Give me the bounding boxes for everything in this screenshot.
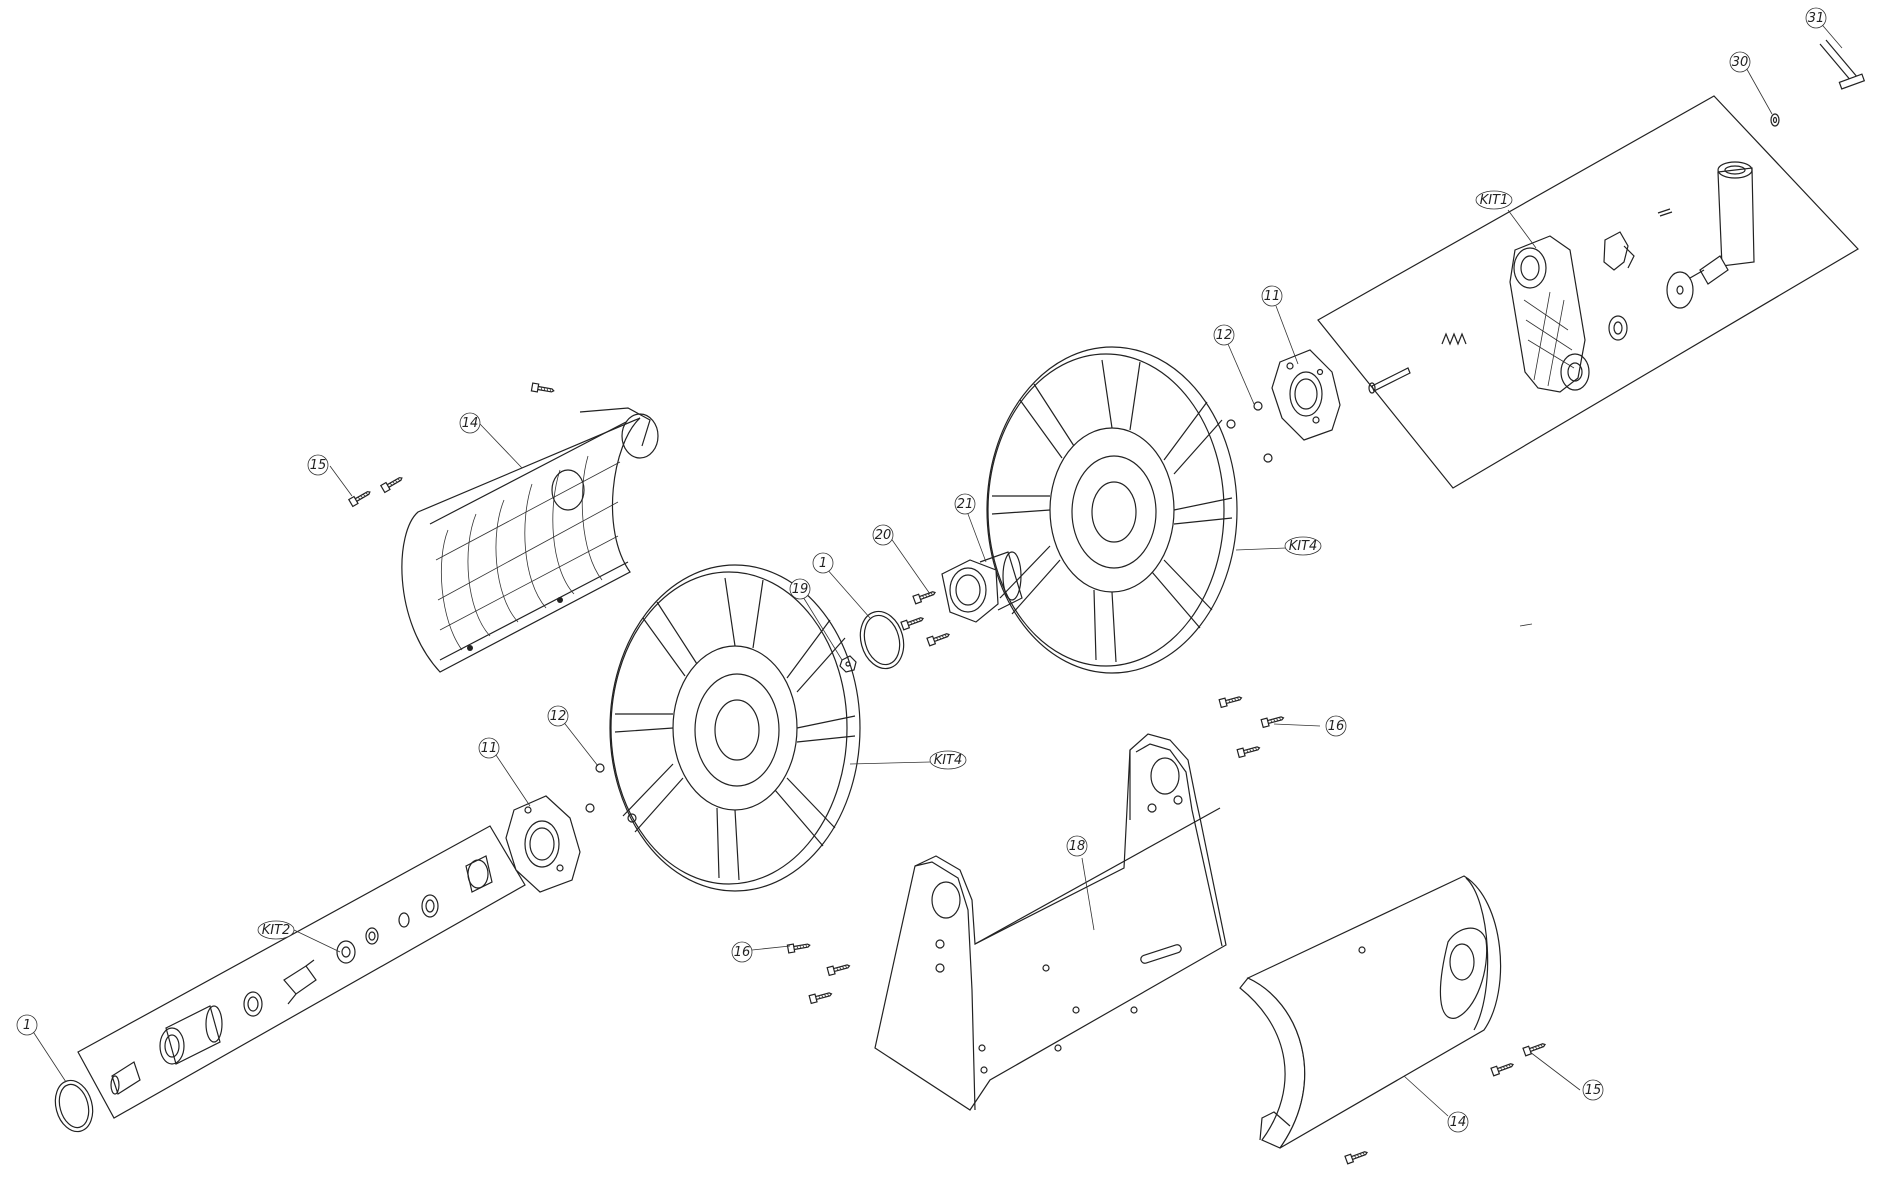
small-screw-kit1 — [1657, 208, 1673, 217]
screw-16a — [1218, 693, 1244, 709]
washer-part — [1770, 113, 1780, 127]
screw-16b — [1260, 713, 1286, 729]
reel-wheel-lower — [609, 564, 861, 892]
bearing-balls-lower — [585, 763, 637, 823]
pin-part — [1819, 39, 1866, 90]
callout-11-upper: 11 — [1261, 285, 1283, 307]
callout-11-lower: 11 — [478, 737, 500, 759]
spindle-shaft — [1368, 367, 1411, 394]
base-frame — [874, 733, 1227, 1111]
bushing-kit1 — [1608, 315, 1628, 341]
callout-kit4-lower: KIT4 — [929, 750, 967, 770]
nut-part — [839, 655, 857, 673]
washer-kit1 — [1666, 271, 1694, 309]
latch-part — [1603, 231, 1635, 271]
callout-1-upper: 1 — [812, 552, 834, 574]
screw-16c — [1236, 743, 1262, 759]
callout-12-upper: 12 — [1213, 324, 1235, 346]
callout-1-lower-label: 1 — [23, 1018, 31, 1033]
callout-1-upper-label: 1 — [819, 556, 827, 571]
callout-kit2: KIT2 — [257, 920, 295, 940]
callout-19: 19 — [789, 578, 811, 600]
screw-20c — [926, 630, 952, 647]
screw-16d — [786, 940, 812, 954]
callout-16-upper: 16 — [1325, 715, 1347, 737]
callout-12-lower-label: 12 — [550, 709, 567, 724]
callout-15-lower-label: 15 — [1585, 1083, 1602, 1098]
stray-mark — [1519, 623, 1533, 627]
callout-14-lower: 14 — [1447, 1111, 1469, 1133]
callout-12-upper-label: 12 — [1216, 328, 1233, 343]
callout-kit4-upper-label: KIT4 — [1289, 539, 1318, 554]
callout-11-lower-label: 11 — [481, 741, 498, 756]
callout-kit4-upper: KIT4 — [1284, 536, 1322, 556]
leader-lines — [31, 19, 1843, 1117]
callout-16-lower: 16 — [731, 941, 753, 963]
screw-20b — [900, 614, 926, 631]
callout-18-label: 18 — [1069, 839, 1086, 854]
screw-20a — [912, 588, 938, 605]
callout-kit1-label: KIT1 — [1480, 193, 1509, 208]
callout-14-upper-label: 14 — [462, 416, 479, 431]
flange-upper — [1271, 349, 1341, 441]
callout-14-upper: 14 — [459, 412, 481, 434]
screw-16e — [826, 961, 852, 977]
screw-15a — [380, 473, 405, 494]
callout-kit2-label: KIT2 — [262, 923, 291, 938]
callout-15-upper: 15 — [307, 454, 329, 476]
callout-16-upper-label: 16 — [1328, 719, 1345, 734]
drum-half-upper — [401, 407, 659, 673]
callout-19-label: 19 — [792, 582, 809, 597]
kit2-frame — [77, 825, 526, 1119]
callout-12-lower: 12 — [547, 705, 569, 727]
screw-15b — [348, 487, 373, 508]
callout-30: 30 — [1729, 51, 1751, 73]
callout-31-label: 31 — [1808, 11, 1825, 26]
crank-handle — [1509, 235, 1590, 393]
bearing-balls-upper — [1226, 401, 1273, 463]
screw-15e — [1490, 1060, 1516, 1077]
screw-16f — [808, 989, 834, 1005]
callout-31: 31 — [1805, 7, 1827, 29]
kit2-swivel-parts — [110, 855, 493, 1095]
retaining-ring-upper — [859, 610, 905, 670]
screw-15c — [530, 382, 556, 396]
handle-grip — [1689, 161, 1755, 285]
spring — [1441, 332, 1467, 346]
drum-half-lower — [1239, 875, 1502, 1149]
flange-lower — [505, 795, 581, 893]
screw-15f — [1344, 1148, 1370, 1165]
callout-20-label: 20 — [875, 528, 892, 543]
reel-wheel-upper — [986, 346, 1238, 674]
callout-1-lower: 1 — [16, 1014, 38, 1036]
callout-kit4-lower-label: KIT4 — [934, 753, 963, 768]
callout-15-lower: 15 — [1582, 1079, 1604, 1101]
callout-11-upper-label: 11 — [1264, 289, 1281, 304]
kit1-frame — [1317, 95, 1859, 489]
retaining-ring-lower — [54, 1079, 94, 1133]
callout-18: 18 — [1066, 835, 1088, 857]
screw-15d — [1522, 1040, 1548, 1057]
callout-14-lower-label: 14 — [1450, 1115, 1467, 1130]
callout-kit1: KIT1 — [1475, 190, 1513, 210]
callout-21-label: 21 — [957, 497, 974, 512]
callout-15-upper-label: 15 — [310, 458, 327, 473]
callout-20: 20 — [872, 524, 894, 546]
callout-30-label: 30 — [1732, 55, 1749, 70]
callout-21: 21 — [954, 493, 976, 515]
hub-part — [941, 551, 1023, 623]
callout-16-lower-label: 16 — [734, 945, 751, 960]
